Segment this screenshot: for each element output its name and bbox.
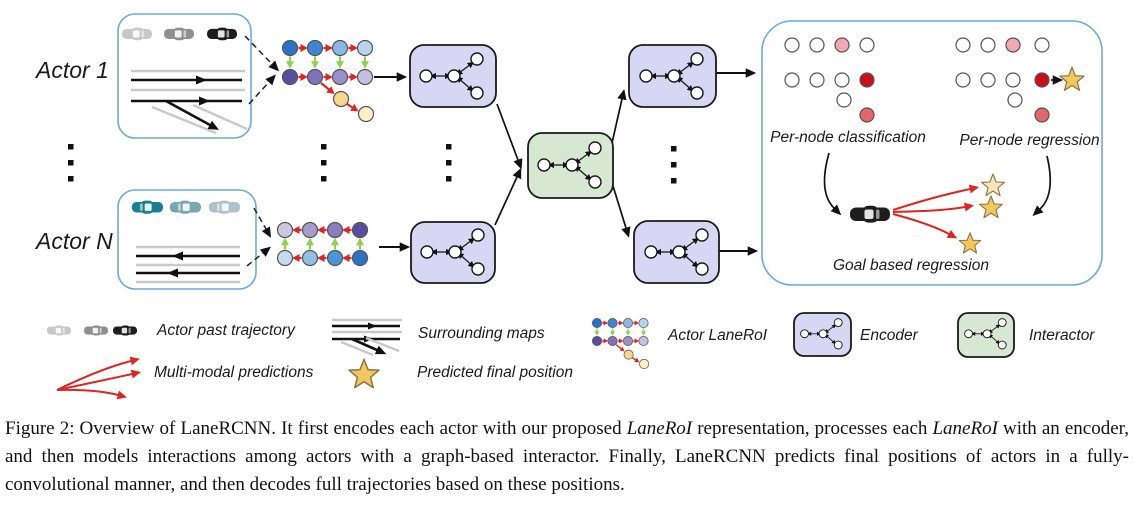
caption-text-2: representation, processes each [692,418,933,439]
legend-multimodal-label: Multi-modal predictions [154,364,314,381]
arrow-enc1-interactor [496,103,523,170]
caption-text-1: Figure 2: Overview of LaneRCNN. It first… [5,418,627,439]
legend-car2-icon [84,325,108,336]
goal-based-regression [823,152,1052,254]
actorN-car-current [131,200,163,214]
actor1-box [117,13,252,139]
caption-text-3: with an encoder, and then models interac… [5,418,1129,495]
actor1-car-current [207,27,237,41]
legend-multimodal-icon [56,356,141,400]
per-node-classification-grid [784,37,875,123]
actor1-car-oldest [122,27,152,41]
arrow-interactor-enc2bottom [612,185,631,238]
legend-star-icon [348,358,380,389]
per-node-classification-label: Per-node classification [770,129,926,146]
prediction-arrow-2 [892,202,975,213]
actor1-dashed-arrow-top [244,35,280,72]
actor1-car-mid [164,27,194,41]
prediction-header-box [761,20,1103,286]
legend-car3-icon [113,325,137,336]
actor1-lane-roi [283,41,374,122]
actorN-dashed-arrow-bottom [246,246,271,267]
per-node-regression-label: Per-node regression [959,132,1100,149]
actor1-road-map [131,69,248,135]
legend-actor-past-trajectory-label: Actor past trajectory [157,322,295,339]
legend-icons [47,312,1015,400]
legend-maps-icon [332,318,402,357]
caption-laneroi-italic-2: LaneRoI [932,418,998,439]
actorN-dashed-arrow-top [253,207,272,238]
legend-encoder-label: Encoder [860,327,918,344]
legend-interactor-label: Interactor [1029,327,1095,344]
classification-to-goal-arrow [823,152,842,216]
actor1-dashed-arrow-bottom [248,74,276,105]
legend-car1-icon [47,325,71,336]
legend-actor-laneroi-label: Actor LaneRoI [668,327,768,344]
diagram-canvas [47,13,1103,400]
arrow-encN-interactor [494,167,522,226]
caption-laneroi-italic-1: LaneRoI [626,418,693,439]
per-node-regression-grid [955,37,1085,123]
legend-predicted-final-label: Predicted final position [417,364,573,381]
legend-laneroi-icon [592,318,648,368]
goal-car-icon [850,205,890,223]
actorN-lane-roi [278,223,368,266]
arrow-interactor-enc2top [611,89,627,144]
prediction-arrow-1 [892,184,979,211]
figure-caption: Figure 2: Overview of LaneRCNN. It first… [5,415,1129,499]
prediction-arrow-3 [892,213,958,239]
vertical-ellipsis [68,144,677,184]
actorN-car-mid [169,200,201,214]
actorN-road-map [136,245,240,284]
actorN-car-oldest [208,200,240,214]
actor1-label: Actor 1 [36,57,109,83]
actorN-label: Actor N [36,228,113,254]
regression-to-goal-arrow [1032,155,1052,216]
legend-surrounding-maps-label: Surrounding maps [418,325,545,342]
goal-based-regression-label: Goal based regression [833,257,989,274]
